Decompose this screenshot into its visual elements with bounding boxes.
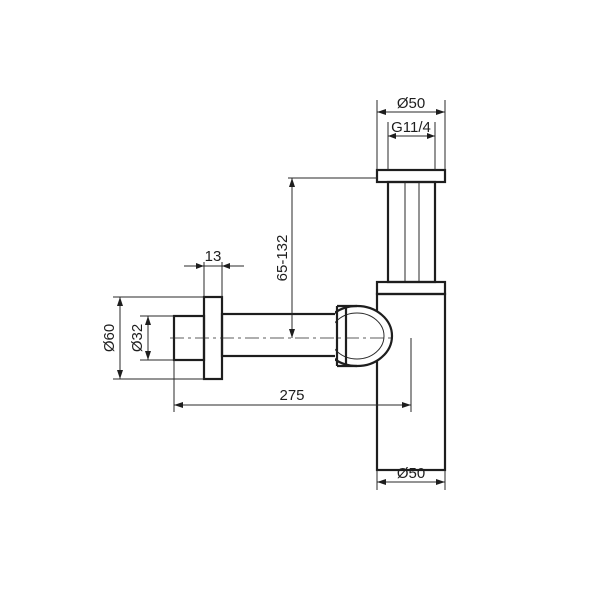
dim-thread: G11/4 [387,119,436,170]
dim-height-range: 65-132 [274,177,377,338]
dim-pipe-diameter: Ø32 [129,315,174,361]
dim-top-diameter: Ø50 [376,95,446,170]
dim-flange-thickness: 13 [184,248,244,297]
dim-label-bottom-diameter: Ø50 [397,465,425,482]
dim-flange-diameter: Ø60 [101,296,204,380]
dim-length: 275 [173,338,412,412]
collar-nut [375,280,447,296]
dim-label-length: 275 [279,387,304,404]
dim-label-flange-diameter: Ø60 [101,324,118,352]
top-flange [375,168,447,184]
trap-body [170,168,447,472]
bottle-body [375,292,447,472]
dim-bottom-diameter: Ø50 [376,465,446,490]
dim-label-top-diameter: Ø50 [397,95,425,112]
outlet-pipe [220,312,339,358]
dim-label-height-range: 65-132 [274,235,291,282]
dim-label-pipe-diameter: Ø32 [129,324,146,352]
dim-label-thread: G11/4 [391,119,431,136]
thread-tube [386,180,437,284]
dim-label-flange-thickness: 13 [205,248,222,265]
